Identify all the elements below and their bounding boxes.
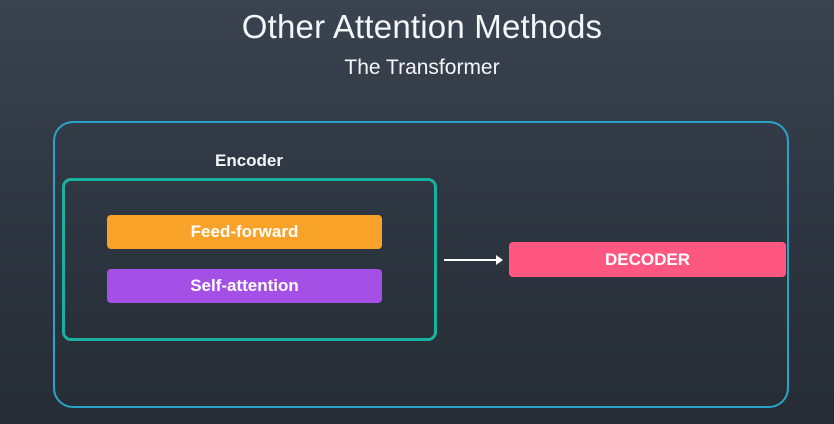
slide-title: Other Attention Methods — [241, 8, 603, 45]
slide-subtitle: The Transformer — [344, 56, 500, 79]
encoder-label: Encoder — [214, 151, 284, 170]
feed-forward-layer: Feed-forward — [107, 215, 382, 249]
transformer-container — [53, 121, 789, 408]
decoder-block: DECODER — [509, 242, 786, 277]
self-attention-layer: Self-attention — [107, 269, 382, 303]
right-arrow-icon — [444, 255, 503, 265]
encoder-box — [62, 178, 437, 341]
